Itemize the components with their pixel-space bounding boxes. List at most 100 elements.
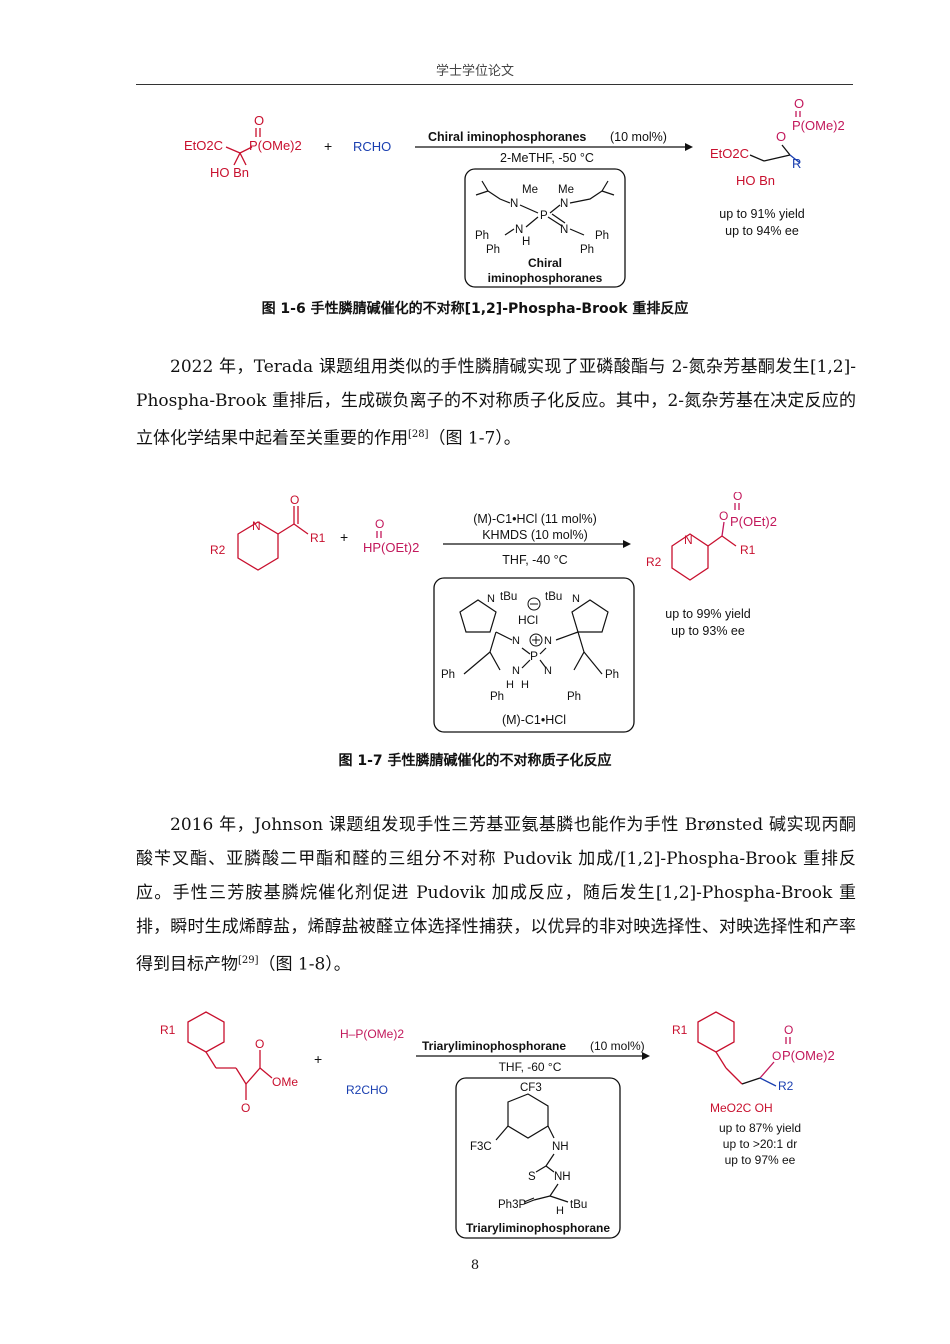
product-substituents: HO Bn [736, 173, 775, 188]
catalyst-name-line1: Chiral [528, 256, 562, 270]
svg-text:N: N [510, 198, 518, 210]
arrow-loading-label: (10 mol%) [610, 130, 667, 144]
ee-text: up to 94% ee [725, 224, 799, 238]
catalyst-ph-3: Ph [595, 230, 609, 242]
svg-text:N: N [684, 533, 693, 547]
svg-text:N: N [487, 593, 495, 605]
product-ester-3: MeO2C OH [710, 1101, 773, 1115]
paragraph-johnson: 2016 年，Johnson 课题组发现手性三芳基亚氨基膦也能作为手性 Brøn… [136, 808, 856, 982]
plus-sign-2: + [340, 529, 348, 545]
header-rule [136, 84, 853, 85]
arrow-catalyst-label-2: (M)-C1•HCl (11 mol%) [473, 512, 597, 526]
yield-text: up to 91% yield [719, 207, 805, 221]
yield-text-2: up to 99% yield [665, 607, 751, 621]
svg-text:O: O [255, 1037, 264, 1051]
catalyst-nh-2: NH [554, 1171, 571, 1183]
paragraph-1-tail: （图 1-7）。 [428, 428, 521, 449]
catalyst-ph3p: Ph3P [498, 1199, 526, 1211]
svg-text:N: N [572, 593, 580, 605]
catalyst-name-line2: iminophosphoranes [488, 271, 603, 285]
catalyst-box-2 [433, 577, 635, 733]
paragraph-2-tail: （图 1-8）。 [258, 954, 351, 975]
arrow-conditions-label: 2-MeTHF, -50 °C [500, 151, 594, 165]
svg-text:H: H [521, 679, 529, 691]
arrow-loading-label-3: (10 mol%) [590, 1039, 645, 1053]
svg-text:N: N [544, 665, 552, 677]
yield-text-3: up to 87% yield [719, 1121, 801, 1135]
product-r1-3: R1 [672, 1023, 688, 1037]
catalyst-box [464, 168, 626, 288]
catalyst-name-2: (M)-C1•HCl [502, 713, 566, 727]
catalyst-ph-c: Ph [567, 691, 581, 703]
paragraph-1-text: 2022 年，Terada 课题组用类似的手性膦腈碱实现了亚磷酸酯与 2-氮杂芳… [136, 357, 856, 449]
reactant-ome: OMe [272, 1075, 298, 1089]
paragraph-2-text: 2016 年，Johnson 课题组发现手性三芳基亚氨基膦也能作为手性 Brøn… [136, 815, 856, 975]
arrow-conditions-label-3: THF, -60 °C [499, 1060, 562, 1074]
catalyst-box-3 [455, 1077, 621, 1239]
catalyst-thio-s: S [528, 1171, 536, 1183]
svg-text:H: H [506, 679, 514, 691]
svg-text:N: N [544, 635, 552, 647]
catalyst-h-3: H [556, 1205, 564, 1217]
product-phosphonate: P(OMe)2 [792, 118, 845, 133]
catalyst-tbu-right: tBu [545, 591, 562, 603]
dr-text-3: up to >20:1 dr [723, 1137, 797, 1151]
reactant1-substituents: HO Bn [210, 165, 249, 180]
page-header: 学士学位论文 [435, 64, 514, 79]
reactant-r1: R1 [310, 531, 326, 545]
reactant-aldehyde-3: R2CHO [346, 1083, 388, 1097]
svg-text:H: H [522, 236, 530, 248]
product-phosphonate-2: P(OEt)2 [730, 514, 777, 529]
reactant1-phosphonate: P(OMe)2 [249, 138, 302, 153]
citation-28: [28] [408, 429, 429, 440]
plus-sign: + [324, 138, 332, 154]
reactant1-oxo: O [254, 113, 264, 128]
svg-text:O: O [794, 96, 804, 111]
reactant2-aldehyde: RCHO [353, 139, 391, 154]
figure-caption-1-7: 图 1-7 手性膦腈碱催化的不对称质子化反应 [338, 753, 612, 769]
catalyst-hcl: HCl [518, 613, 538, 627]
svg-text:O: O [772, 1049, 781, 1063]
svg-text:O: O [241, 1101, 250, 1115]
catalyst-cf3-top: CF3 [520, 1082, 542, 1094]
catalyst-name-3: Triaryliminophosphorane [466, 1221, 610, 1235]
scheme-figure-1-7: N O R1 R2 + O HP(OEt)2 (M)-C1•HCl (11 mo… [200, 492, 820, 737]
arrow-catalyst-label: Chiral iminophosphoranes [428, 130, 586, 144]
reactant-phosphite-3: H–P(OMe)2 [340, 1027, 404, 1041]
ee-text-3: up to 97% ee [725, 1153, 796, 1167]
reactant-phosphite: HP(OEt)2 [363, 540, 419, 555]
ee-text-2: up to 93% ee [671, 624, 745, 638]
reactant-r1-3: R1 [160, 1023, 176, 1037]
svg-text:N: N [515, 224, 523, 236]
scheme-figure-1-8: R1 O O OMe + H–P(OMe)2 R2CHO Triarylimin… [150, 1008, 850, 1244]
scheme-figure-1-6: O EtO2C P(OMe)2 HO Bn + RCHO Chiral imin… [170, 95, 870, 295]
citation-29: [29] [238, 955, 259, 966]
svg-text:N: N [512, 665, 520, 677]
arrow-catalyst-label-3: Triaryliminophosphorane [422, 1039, 566, 1053]
product-r2-2: R2 [646, 555, 662, 569]
svg-text:O: O [719, 509, 728, 523]
product-ester: EtO2C [710, 146, 749, 161]
catalyst-ph-b: Ph [490, 691, 504, 703]
svg-text:O: O [733, 492, 742, 503]
catalyst-me-left: Me [522, 184, 538, 196]
paragraph-terada: 2022 年，Terada 课题组用类似的手性膦腈碱实现了亚磷酸酯与 2-氮杂芳… [136, 350, 856, 456]
svg-text:N: N [512, 635, 520, 647]
scheme-3-svg: R1 O O OMe + H–P(OMe)2 R2CHO Triarylimin… [160, 1011, 835, 1239]
catalyst-nh-1: NH [552, 1141, 569, 1153]
svg-text:N: N [560, 224, 568, 236]
product-r1-2: R1 [740, 543, 756, 557]
catalyst-tbu-left: tBu [500, 591, 517, 603]
product-phosphonate-3: P(OMe)2 [782, 1048, 835, 1063]
figure-caption-1-6: 图 1-6 手性膦腈碱催化的不对称[1,2]-Phospha-Brook 重排反… [261, 301, 689, 317]
catalyst-ph-4: Ph [580, 244, 594, 256]
reactant-r2: R2 [210, 543, 226, 557]
svg-text:O: O [290, 493, 299, 507]
svg-text:P: P [540, 210, 548, 222]
arrow-conditions-label-2: THF, -40 °C [502, 553, 567, 567]
svg-text:O: O [784, 1023, 793, 1037]
catalyst-ph-2: Ph [486, 244, 500, 256]
catalyst-ph-1: Ph [475, 230, 489, 242]
arrow-base-label: KHMDS (10 mol%) [482, 528, 588, 542]
scheme-2-svg: N O R1 R2 + O HP(OEt)2 (M)-C1•HCl (11 mo… [210, 492, 777, 733]
